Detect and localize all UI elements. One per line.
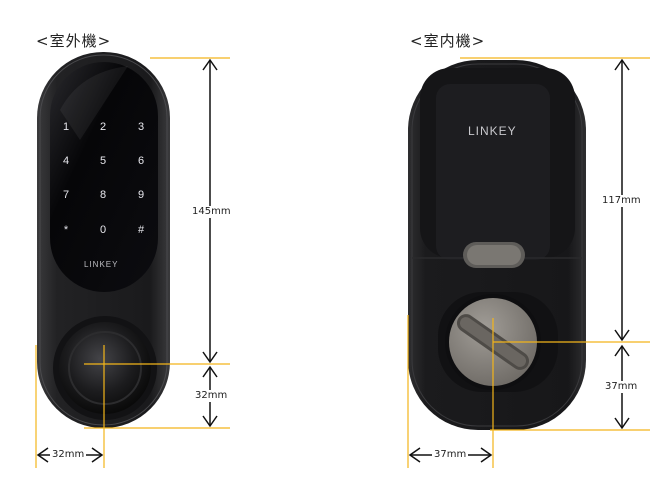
key-hash: #	[137, 224, 145, 236]
indoor-unit-title: <室内機>	[410, 32, 486, 50]
outdoor-knob-height-label: 32mm	[193, 390, 230, 402]
outdoor-dimension-guides	[35, 57, 230, 468]
indoor-unit	[408, 60, 586, 430]
indoor-thumb-height-label: 37mm	[603, 381, 640, 393]
key-6: 6	[137, 155, 145, 167]
outdoor-knob-width-label: 32mm	[50, 449, 87, 461]
key-2: 2	[99, 121, 107, 133]
key-1: 1	[62, 121, 70, 133]
key-5: 5	[99, 155, 107, 167]
indoor-brand-logo: LINKEY	[468, 124, 517, 138]
outdoor-dimension-arrows	[36, 58, 218, 463]
outdoor-knob	[59, 322, 151, 414]
key-3: 3	[137, 121, 145, 133]
key-0: 0	[99, 224, 107, 236]
outdoor-unit	[37, 52, 170, 428]
key-star: *	[63, 224, 69, 236]
key-9: 9	[137, 189, 145, 201]
outdoor-height-label: 145mm	[190, 206, 233, 218]
indoor-height-label: 117mm	[600, 195, 643, 207]
keypad-panel	[50, 62, 158, 292]
indoor-thumb-width-label: 37mm	[432, 449, 469, 461]
outdoor-unit-title: <室外機>	[36, 32, 112, 50]
key-7: 7	[62, 189, 70, 201]
key-4: 4	[62, 155, 70, 167]
indoor-top-panel	[436, 84, 550, 260]
indoor-dimension-guides	[407, 57, 650, 468]
key-8: 8	[99, 189, 107, 201]
outdoor-brand-logo: LINKEY	[84, 260, 119, 269]
